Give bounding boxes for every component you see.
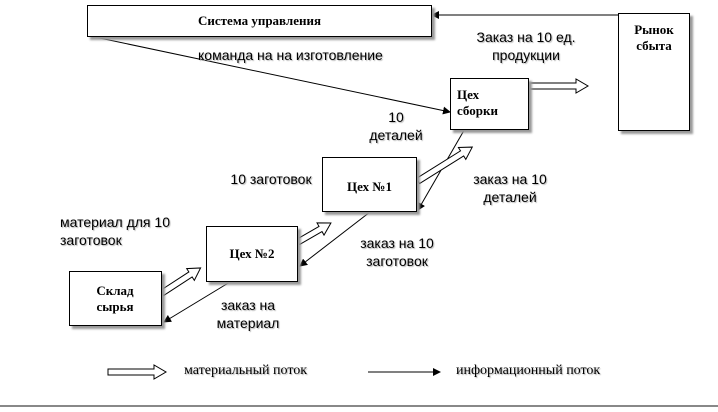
market-label: Рынок сбыта [634, 22, 674, 53]
shop1-box: Цех №1 [322, 157, 417, 212]
label-order-products: Заказ на 10 ед. продукции [476, 29, 576, 63]
material-arrow-shop2-to-shop1 [295, 222, 332, 246]
warehouse-label: Склад сырья [96, 283, 134, 314]
assembly-label: Цех сборки [457, 87, 498, 118]
assembly-box: Цех сборки [450, 78, 529, 130]
label-command: команда на на изготовление [198, 47, 383, 63]
label-details-10: 10 деталей [369, 109, 423, 143]
label-material-for-blanks: материал для 10 заготовок [60, 214, 170, 248]
market-box: Рынок сбыта [618, 13, 690, 131]
material-arrow-assembly-to-market [529, 78, 589, 94]
legend-material-symbol [107, 364, 167, 380]
material-arrow-warehouse-to-shop2 [159, 267, 202, 297]
warehouse-box: Склад сырья [69, 271, 162, 326]
label-order-blanks: заказ на 10 заготовок [360, 235, 434, 269]
label-order-material: заказ на материал [216, 297, 280, 331]
shop2-label: Цех №2 [229, 246, 275, 261]
control-system-box: Система управления [87, 5, 432, 37]
info-arrow-shop2-to-warehouse [163, 281, 231, 323]
info-arrow-shop1-to-shop2 [299, 211, 371, 267]
control-system-label: Система управления [198, 13, 321, 28]
material-arrow-shop1-to-assembly [415, 146, 474, 185]
info-arrow-control-to-assembly [89, 35, 451, 115]
shop1-label: Цех №1 [347, 179, 392, 194]
label-blanks-10: 10 заготовок [230, 171, 312, 187]
label-order-details: заказ на 10 деталей [473, 171, 547, 205]
shop2-box: Цех №2 [206, 226, 298, 282]
legend-info-label: информационный поток [456, 363, 601, 378]
legend-material-label: материальный поток [184, 363, 308, 378]
